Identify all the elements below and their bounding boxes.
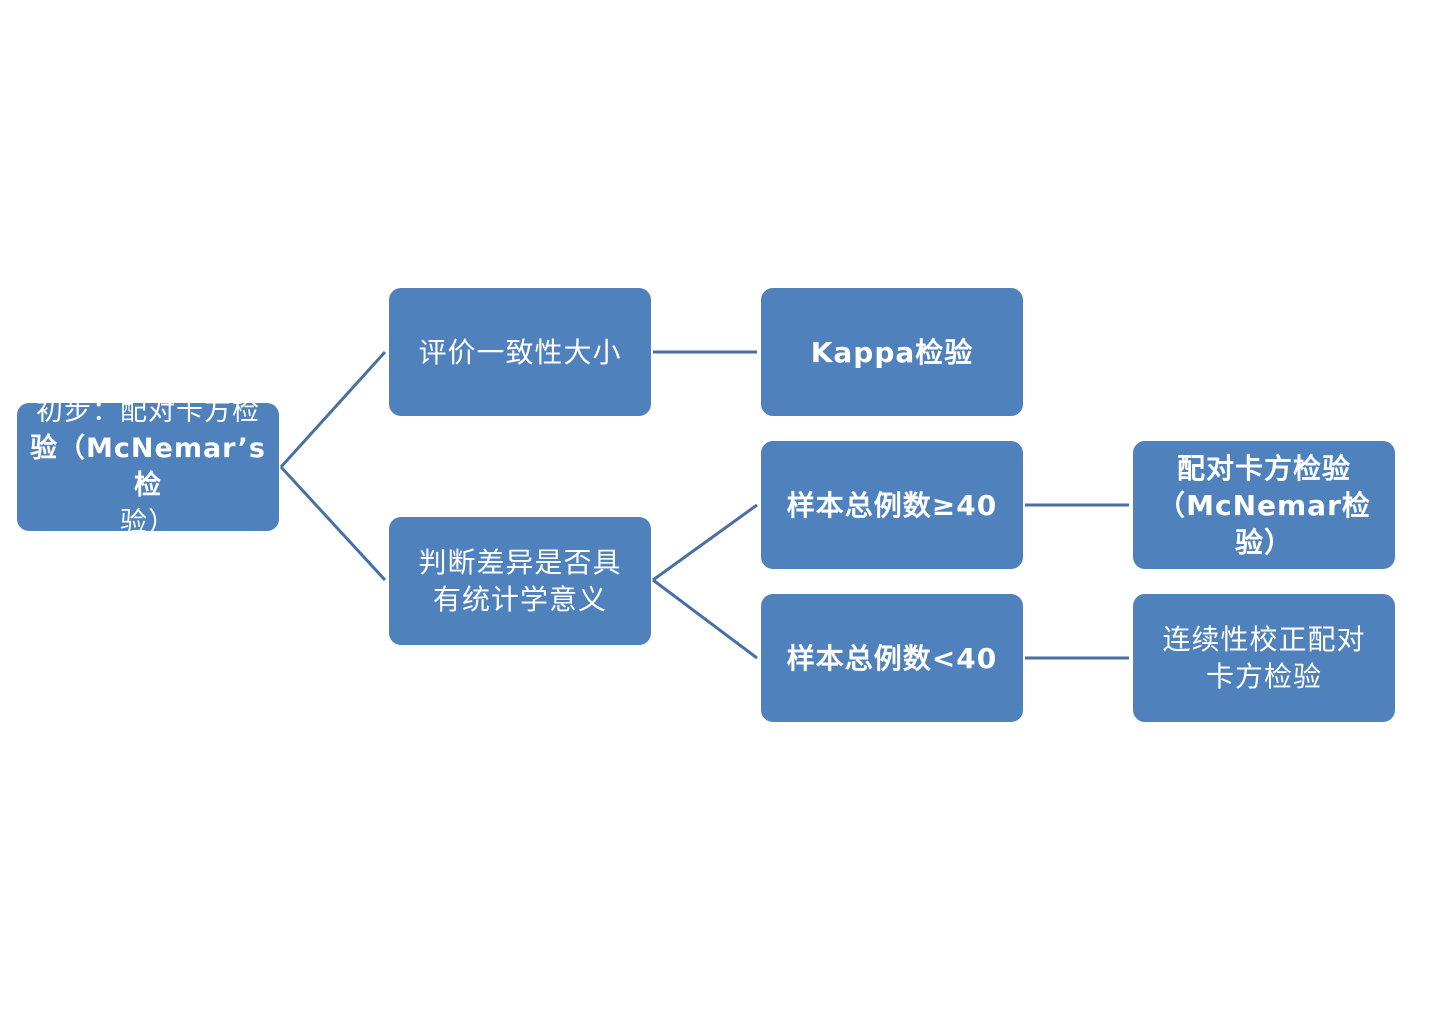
node-mcnemar-test: 配对卡方检验 （McNemar检验） (1133, 441, 1395, 569)
node-text-line: 连续性校正配对 (1162, 623, 1366, 656)
node-text-line: 样本总例数<40 (786, 641, 998, 675)
node-text-line: 验（McNemar’s检 (30, 433, 266, 501)
node-continuity-corrected-test: 连续性校正配对 卡方检验 (1133, 594, 1395, 722)
node-kappa-test: Kappa检验 (761, 288, 1023, 416)
connector-difference-ge40 (652, 503, 758, 582)
node-significance-judgement: 判断差异是否具 有统计学意义 (389, 517, 651, 645)
node-text-line: 评价一致性大小 (418, 335, 622, 369)
node-initial-mcnemars-test: 初步：配对卡方检 验（McNemar’s检 验） (17, 396, 279, 538)
node-text-line: 验） (120, 507, 176, 538)
connector-difference-lt40 (652, 578, 758, 660)
node-text-line: 初步：配对卡方检 (36, 396, 260, 427)
node-text-line: 配对卡方检验 (1176, 451, 1351, 485)
node-text-line: 卡方检验 (1205, 660, 1322, 693)
node-text-line: （McNemar检验） (1157, 488, 1371, 559)
connector-root-difference (279, 465, 387, 582)
node-sample-lt-40: 样本总例数<40 (761, 594, 1023, 722)
node-text-line: 判断差异是否具 (418, 546, 622, 579)
node-evaluate-agreement: 评价一致性大小 (389, 288, 651, 416)
node-text-line: 有统计学意义 (432, 583, 607, 616)
node-sample-ge-40: 样本总例数≥40 (761, 441, 1023, 569)
connector-root-evaluate (279, 350, 387, 469)
node-text-line: 样本总例数≥40 (786, 488, 998, 522)
node-text-line: Kappa检验 (810, 335, 974, 369)
